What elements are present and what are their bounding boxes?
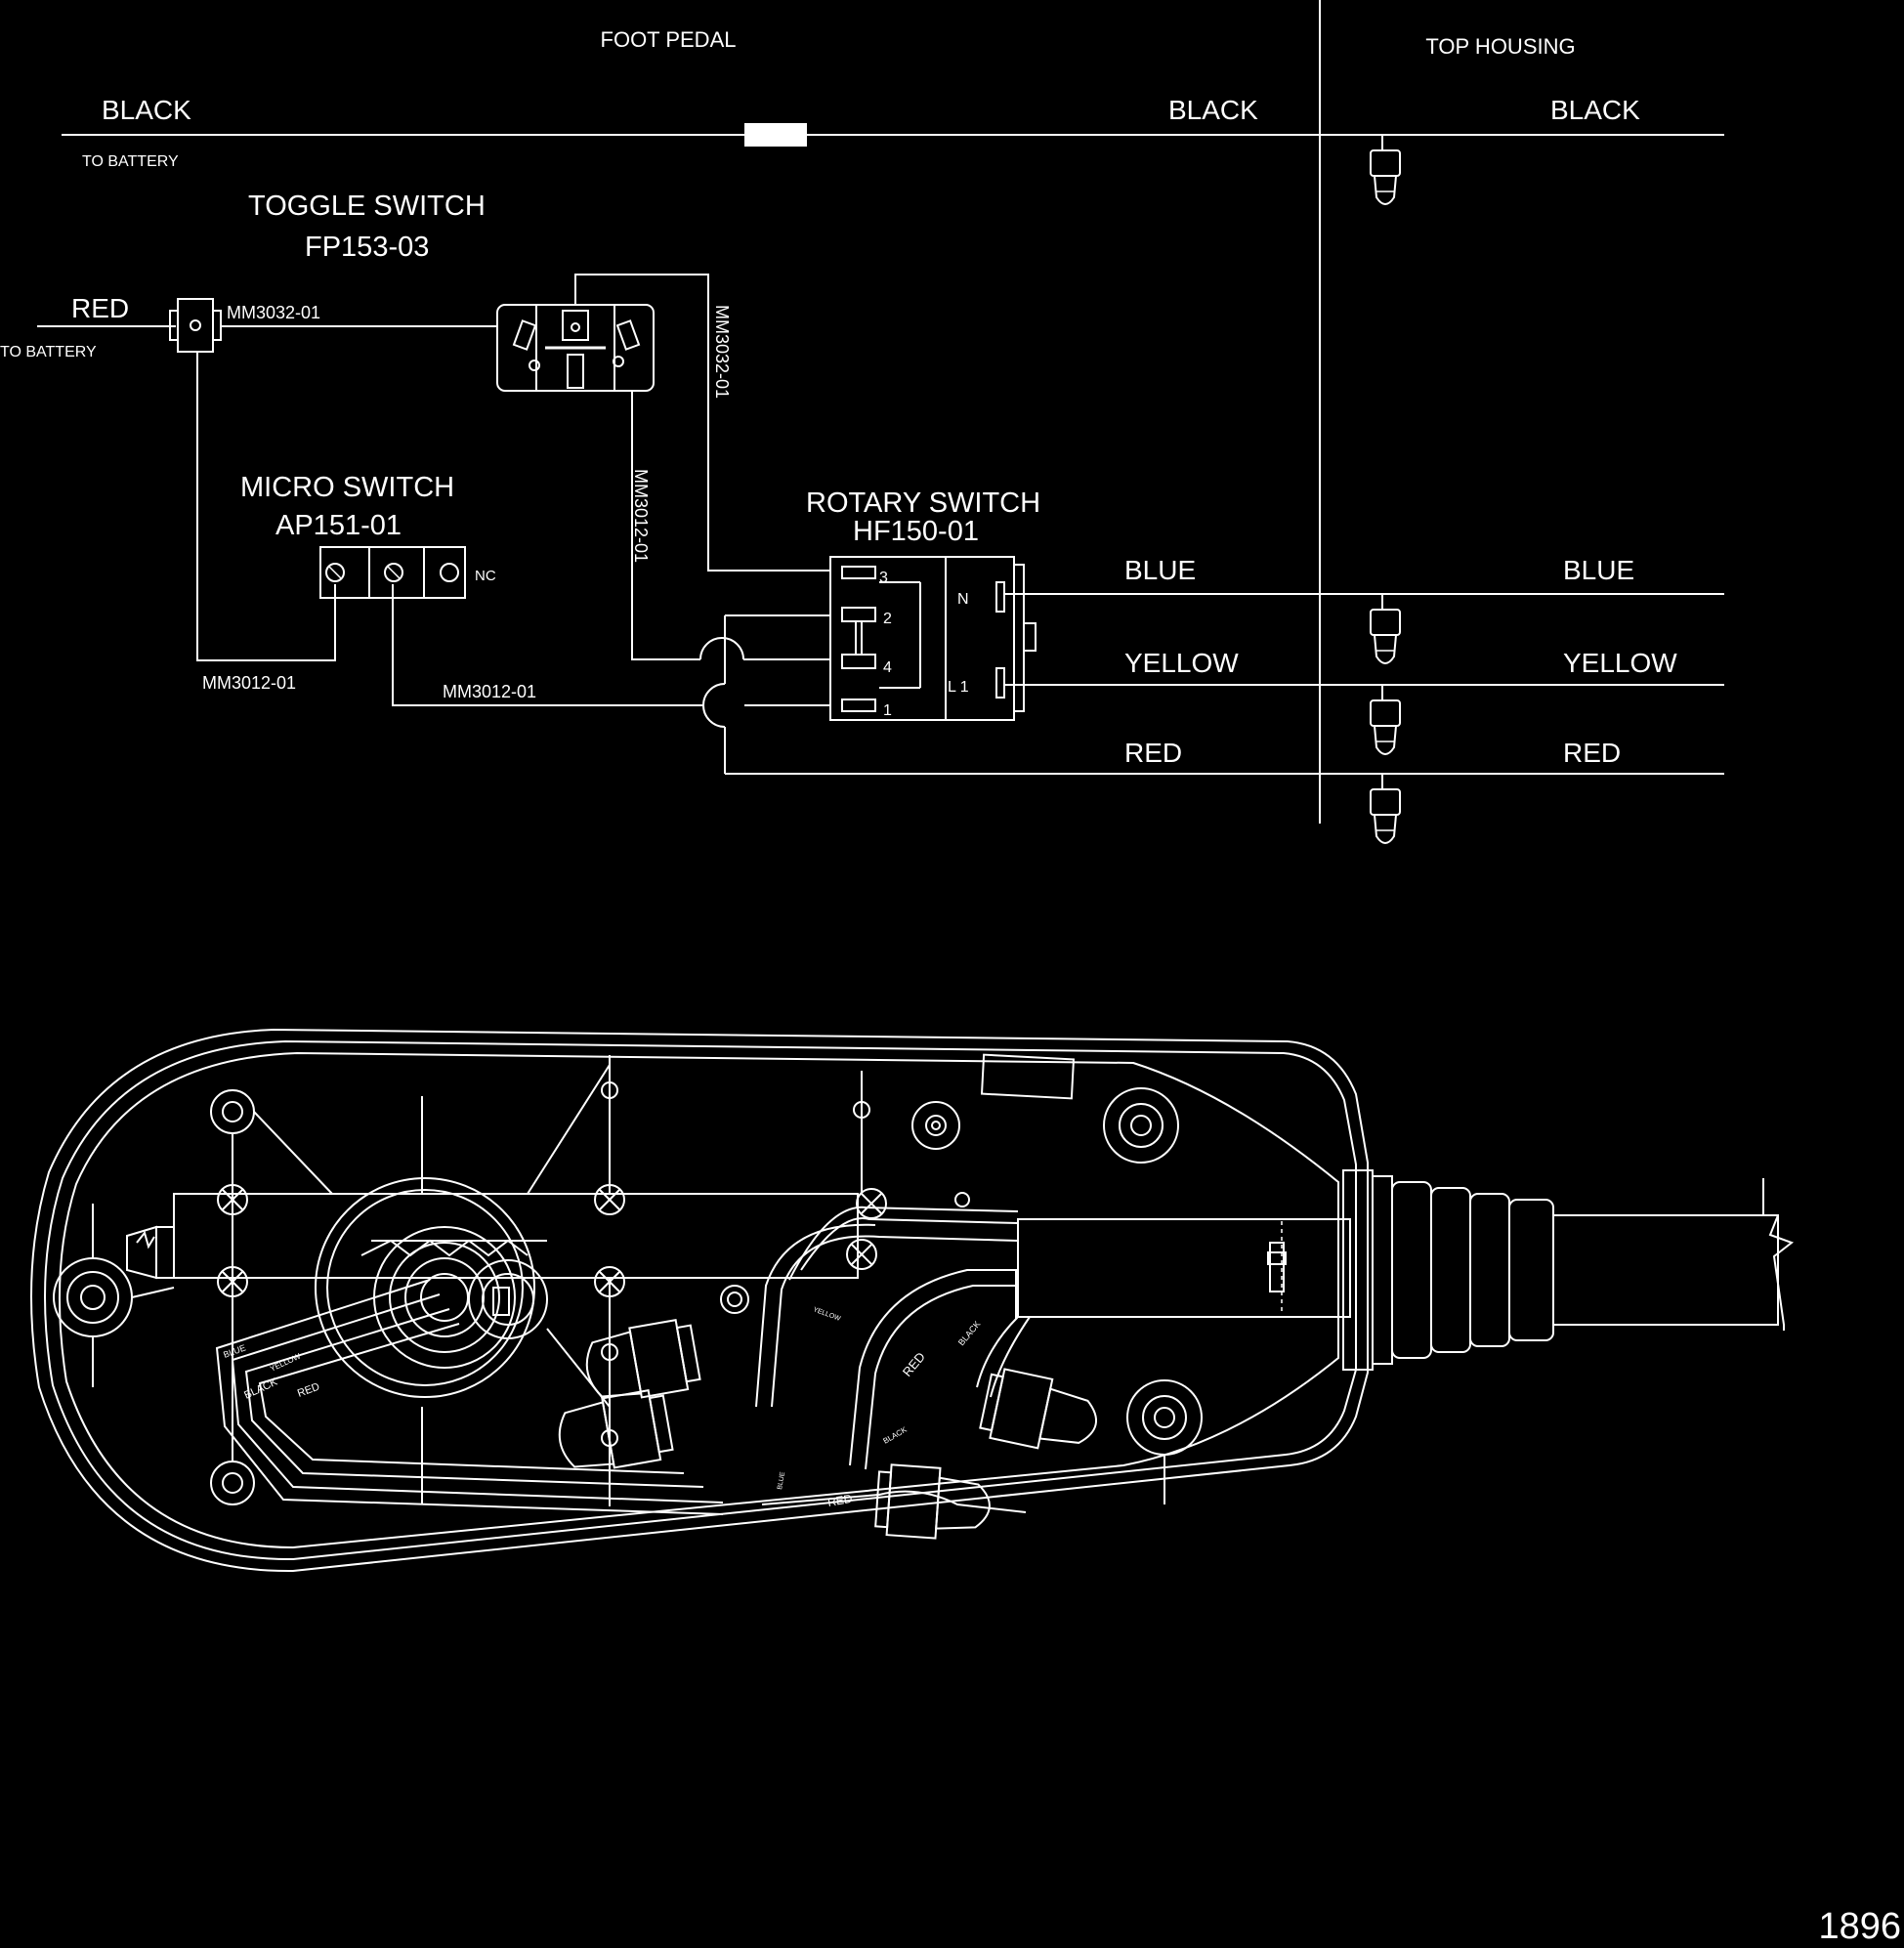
black-label-left: BLACK — [102, 95, 191, 125]
black-label-right: BLACK — [1550, 95, 1640, 125]
rotary-l1-label: L 1 — [948, 679, 969, 696]
screw-2 — [594, 1184, 625, 1215]
toggle-switch-part: FP153-03 — [305, 232, 429, 263]
connector-yellow — [1370, 685, 1401, 755]
wire-harness — [215, 1206, 1031, 1515]
micro-switch-nc: NC — [475, 568, 496, 584]
connector-black — [1370, 135, 1401, 205]
mm3032-label-left: MM3032-01 — [227, 303, 320, 322]
yellow-label-right: YELLOW — [1563, 648, 1677, 678]
mounting-boss-left — [53, 1204, 175, 1387]
mm3012-label-bottom-mid: MM3012-01 — [443, 682, 536, 701]
screw-5 — [594, 1266, 625, 1297]
top-housing-header: TOP HOUSING — [1425, 34, 1575, 59]
black-wire — [62, 123, 1724, 147]
rotary-n-label: N — [957, 591, 969, 608]
fuse — [744, 123, 807, 147]
rotary-switch-title: ROTARY SWITCH — [806, 487, 1040, 519]
housing-connector-4 — [874, 1463, 991, 1540]
connector-red — [1370, 774, 1401, 844]
mounting-boss-top-mid — [911, 1101, 960, 1150]
foot-pedal-header: FOOT PEDAL — [601, 27, 737, 52]
schematic: FOOT PEDAL TOP HOUSING BLACK TO BATTERY … — [0, 0, 1724, 844]
rotary-switch-part: HF150-01 — [853, 516, 979, 547]
cable-boot — [1342, 1169, 1554, 1371]
housing-label-red-c: RED — [826, 1492, 854, 1509]
housing-connector-3 — [979, 1368, 1097, 1450]
mm3012-label-bottom-left: MM3012-01 — [202, 673, 296, 693]
screw-3 — [856, 1188, 887, 1219]
housing-drawing: BLUE BLACK RED YELLOW RED BLACK RED BLAC… — [30, 1028, 1795, 1573]
shaft-tube — [1017, 1218, 1351, 1318]
gear-assembly — [315, 1177, 970, 1398]
rotary-terminal-3: 3 — [879, 570, 888, 586]
mounting-boss-top-right — [1103, 1087, 1179, 1164]
red-label-left: RED — [71, 293, 129, 323]
toggle-switch — [496, 304, 655, 392]
blue-label-left: BLUE — [1124, 555, 1196, 585]
blue-label-right: BLUE — [1563, 555, 1634, 585]
mm3032-label-vertical: MM3032-01 — [712, 305, 732, 399]
housing-label-blue-b: BLUE — [777, 1471, 786, 1491]
battery-terminal — [169, 298, 222, 353]
to-battery-label-red: TO BATTERY — [0, 344, 97, 360]
rotary-terminal-1: 1 — [883, 702, 892, 719]
yellow-label-left: YELLOW — [1124, 648, 1239, 678]
red-label-mid: RED — [1124, 738, 1182, 768]
toggle-switch-title: TOGGLE SWITCH — [248, 191, 486, 222]
connector-blue — [1370, 594, 1401, 664]
housing-connector-2 — [558, 1388, 674, 1469]
screw-1 — [217, 1184, 248, 1215]
label-plate — [980, 1053, 1076, 1100]
rotary-terminal-2: 2 — [883, 611, 892, 627]
rotary-switch — [829, 556, 1037, 721]
screw-4 — [217, 1266, 248, 1297]
micro-switch-title: MICRO SWITCH — [240, 472, 454, 503]
figure-number: 1896 — [1818, 1906, 1901, 1943]
micro-switch-part: AP151-01 — [275, 510, 402, 541]
mm3012-label-vertical: MM3012-01 — [631, 469, 651, 563]
screw-6 — [846, 1239, 877, 1270]
to-battery-label-black: TO BATTERY — [82, 153, 179, 170]
rotary-terminal-4: 4 — [883, 659, 892, 676]
black-label-mid: BLACK — [1168, 95, 1258, 125]
screws — [217, 1184, 887, 1297]
red-label-right: RED — [1563, 738, 1621, 768]
